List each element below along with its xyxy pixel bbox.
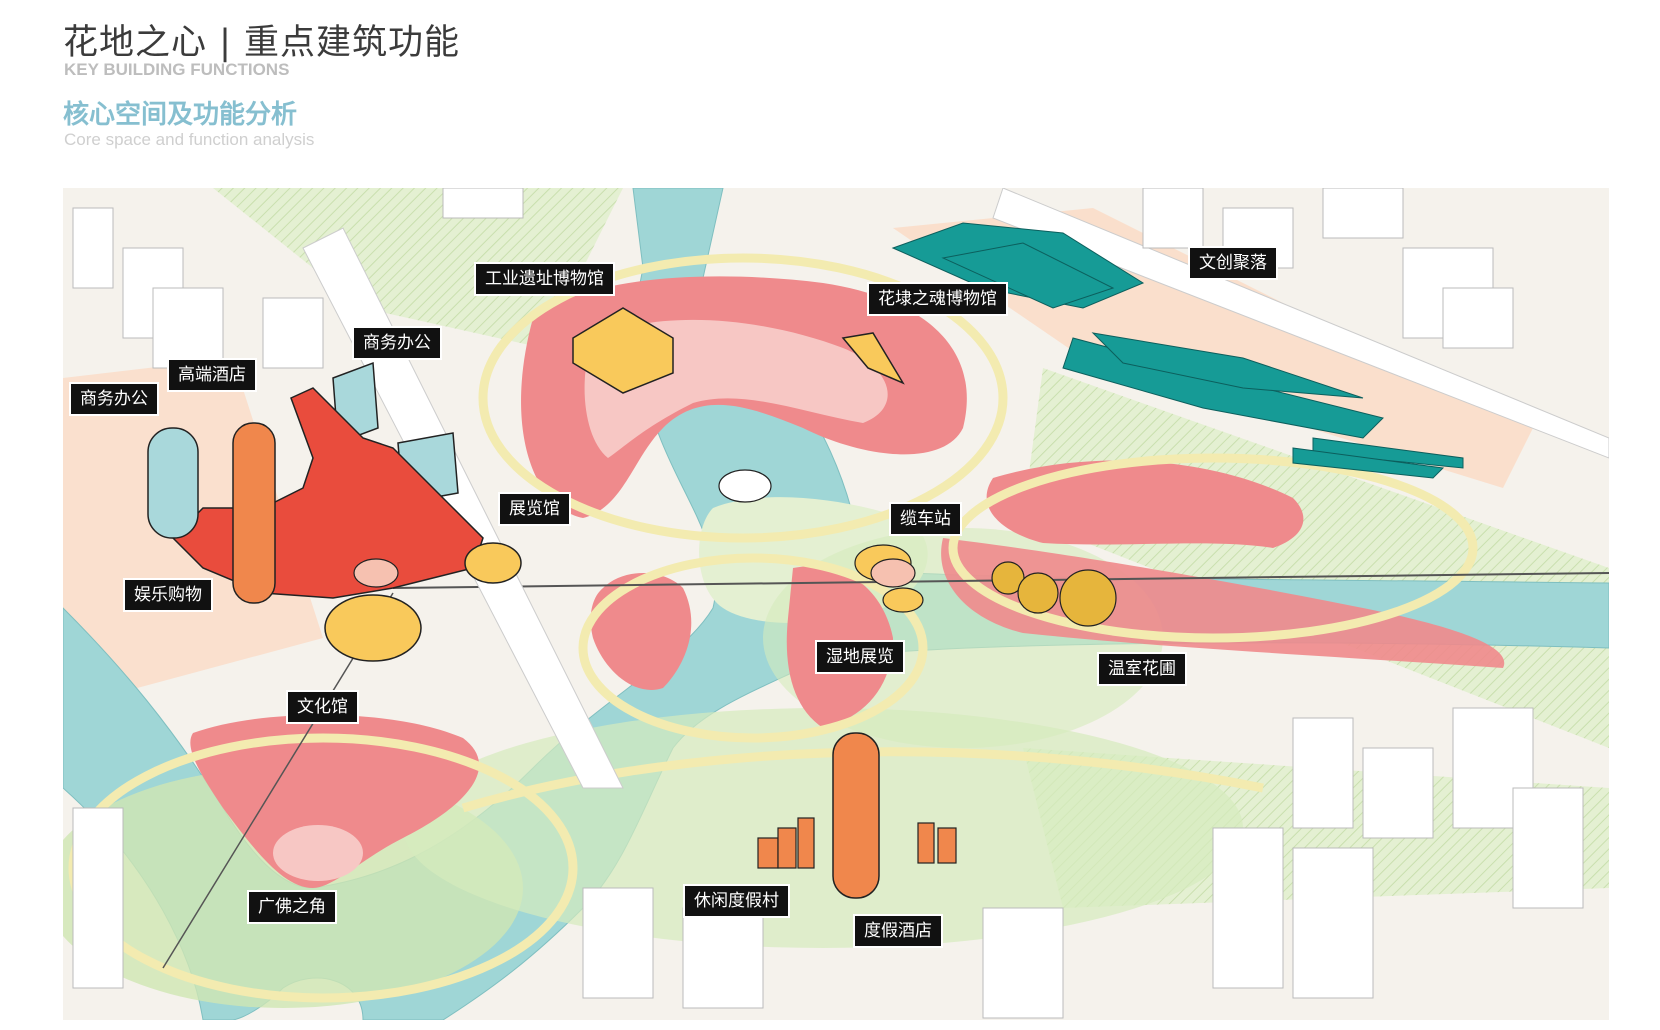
page-title-english: KEY BUILDING FUNCTIONS [64,60,290,79]
creative-cluster-blocks [891,222,1464,479]
label-shopping: 娱乐购物 [125,580,211,610]
label-flower-museum: 花埭之魂博物馆 [869,284,1006,314]
path-loop-center [578,553,928,743]
industrial-museum [572,307,674,394]
label-exhibition-hall: 展览馆 [500,494,569,524]
label-wetland-exhibition: 湿地展览 [817,642,903,672]
leisure-village-blocks [757,817,957,869]
plaza-southwest-core [273,825,363,881]
label-resort-hotel: 度假酒店 [855,916,941,946]
section-subtitle: 核心空间及功能分析 [63,100,298,130]
island-white-pad [718,469,772,503]
page-title: 花地之心 | 重点建筑功能 [63,23,461,63]
path-loop-east [948,453,1478,643]
label-cable-car-station: 缆车站 [891,504,960,534]
label-creative-cluster: 文创聚落 [1190,248,1276,278]
label-business-office-2: 商务办公 [354,328,440,358]
label-leisure-village: 休闲度假村 [685,886,788,916]
wetland-exhibition [882,587,924,613]
label-cultural-center: 文化馆 [288,692,357,722]
greenhouse-dome-3 [1059,569,1117,627]
path-loop-north [478,253,1008,543]
greenhouse-dome-2 [1017,572,1059,614]
plaza-southwest [190,714,480,888]
cable-car-station-top [870,558,916,588]
exhibition-hall [464,542,522,584]
masterplan-map: 工业遗址博物馆 花埭之魂博物馆 文创聚落 商务办公 高端酒店 商务办公 展览馆 … [63,188,1609,1020]
park-south [403,708,1243,948]
label-industrial-museum: 工业遗址博物馆 [476,264,613,294]
road-north [992,188,1609,459]
resort-hotel-tower [832,732,880,899]
map-illustration [63,188,1609,1020]
business-office-tower [147,427,199,539]
cultural-center-top [353,558,399,588]
label-greenhouse-garden: 温室花圃 [1099,654,1185,684]
cultural-center [324,594,422,662]
main-road [302,227,624,789]
green-belt-north [213,188,623,348]
section-subtitle-english: Core space and function analysis [64,130,315,149]
plaza-east [986,460,1304,548]
label-luxury-hotel: 高端酒店 [169,360,255,390]
label-guangfo-corner: 广佛之角 [249,892,335,922]
flower-museum [841,332,905,385]
path-south-curve [461,747,1264,813]
plaza-center [590,573,692,690]
context-buildings [72,188,1584,1019]
label-business-office-1: 商务办公 [71,384,157,414]
luxury-hotel-tower [232,422,276,604]
